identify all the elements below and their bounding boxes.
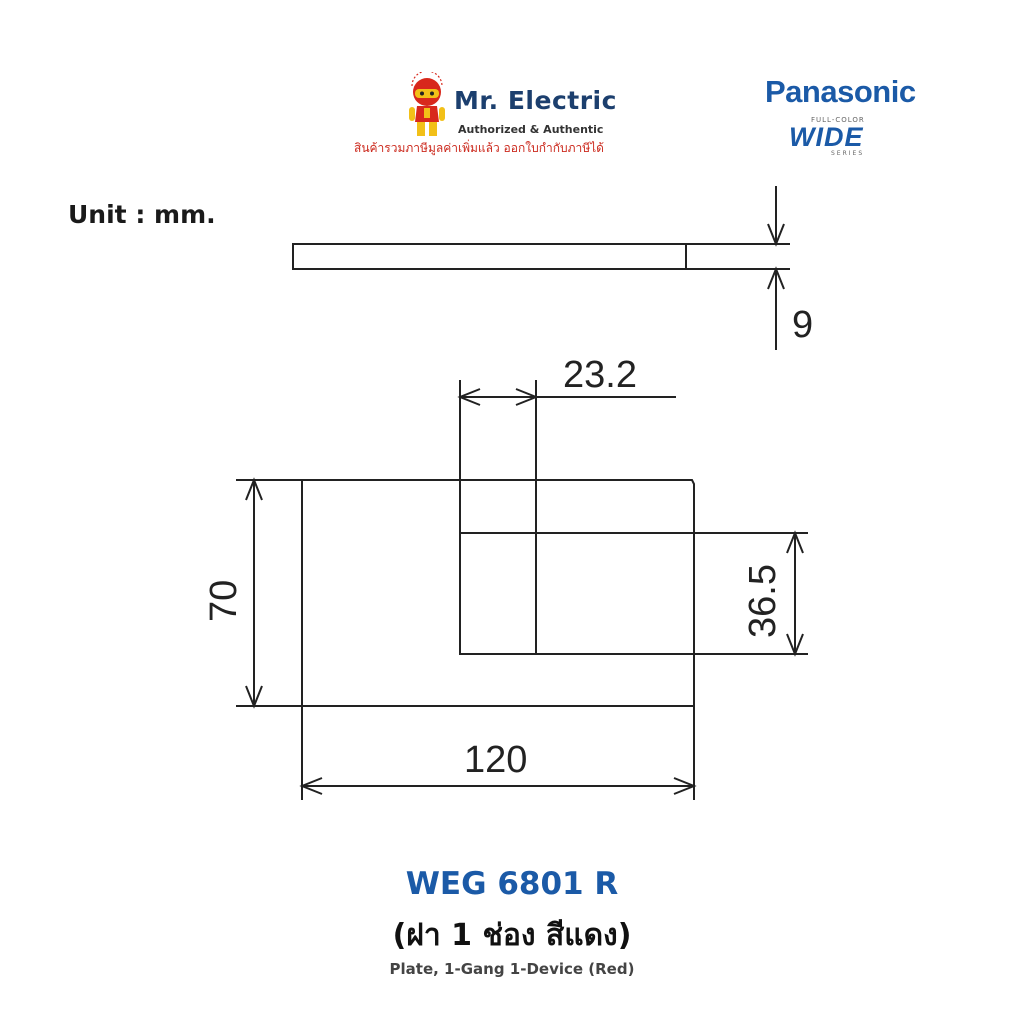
dim-opening-width: 23.2 [563, 354, 637, 396]
opening-height-arrow-bottom [786, 633, 804, 657]
mr-electric-name: Mr. Electric [454, 86, 617, 115]
dim-opening-height: 36.5 [742, 564, 784, 638]
dim-height: 70 [203, 580, 245, 622]
side-view-plate [292, 243, 687, 270]
panasonic-brand: Panasonic [765, 74, 916, 109]
thickness-arrow-bottom [767, 266, 785, 290]
height-arrow-top [245, 477, 263, 501]
mr-electric-logo: Mr. Electric Authorized & Authentic สินค… [340, 72, 680, 162]
dim-thickness: 9 [792, 304, 813, 346]
electrician-mascot-icon [409, 72, 445, 136]
opening-width-arrow-right [515, 388, 539, 406]
thai-description: (ฝา 1 ช่อง สีแดง) [392, 918, 632, 953]
panasonic-wide: WIDE [789, 122, 864, 152]
width-arrow-left [299, 777, 323, 795]
plate-opening [459, 532, 695, 655]
opening-width-arrow-left [457, 388, 481, 406]
plate-outline [301, 479, 695, 707]
panasonic-full-color: FULL-COLOR [811, 116, 865, 124]
side-view [292, 186, 790, 350]
width-arrow-right [673, 777, 697, 795]
thickness-arrow-top [767, 223, 785, 247]
front-view [236, 380, 808, 800]
opening-height-arrow-top [786, 530, 804, 554]
unit-label: Unit : mm. [68, 200, 216, 229]
model-number: WEG 6801 R [405, 866, 619, 902]
mr-electric-tagline: Authorized & Authentic [458, 123, 604, 136]
mr-electric-thai-note: สินค้ารวมภาษีมูลค่าเพิ่มแล้ว ออกใบกำกับภ… [354, 141, 604, 155]
height-arrow-bottom [245, 685, 263, 709]
english-description: Plate, 1-Gang 1-Device (Red) [389, 960, 635, 978]
dim-width: 120 [464, 739, 527, 781]
panasonic-logo: Panasonic FULL-COLOR WIDE SERIES [755, 74, 970, 164]
panasonic-series: SERIES [831, 150, 865, 157]
